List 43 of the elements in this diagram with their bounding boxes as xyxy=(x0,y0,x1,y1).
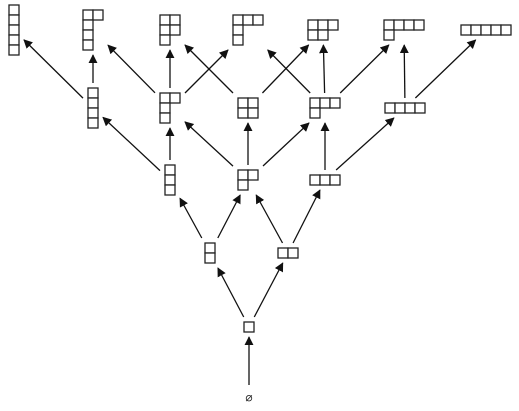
young-diagram xyxy=(232,14,264,46)
arrow xyxy=(262,122,310,166)
arrow xyxy=(336,117,395,170)
young-diagram xyxy=(82,9,104,51)
young-diagram xyxy=(204,242,216,264)
arrow xyxy=(400,44,409,98)
arrow xyxy=(165,49,175,88)
young-diagram xyxy=(159,92,181,124)
young-diagram xyxy=(383,19,425,41)
arrow xyxy=(254,262,284,318)
young-diagram xyxy=(460,24,512,36)
young-diagram xyxy=(307,19,339,41)
young-diagram xyxy=(277,247,299,259)
young-diagram xyxy=(384,102,426,114)
arrow xyxy=(23,39,84,99)
arrow xyxy=(414,39,476,98)
arrow xyxy=(320,122,330,170)
young-diagram xyxy=(309,174,341,186)
arrow xyxy=(217,194,241,238)
empty-set-symbol: ∅ xyxy=(245,389,253,407)
arrow xyxy=(256,194,284,244)
arrow xyxy=(262,44,310,94)
arrow xyxy=(243,122,253,165)
arrow xyxy=(319,44,328,94)
young-diagram xyxy=(164,164,176,196)
arrow xyxy=(102,116,160,172)
young-diagram xyxy=(237,97,259,119)
young-diagram xyxy=(309,97,341,119)
arrow xyxy=(244,336,254,385)
arrow xyxy=(179,197,202,238)
arrow xyxy=(217,267,244,318)
young-diagram xyxy=(237,169,259,191)
arrow xyxy=(292,189,321,244)
arrow xyxy=(107,44,156,94)
arrow xyxy=(165,127,175,160)
young-diagram xyxy=(87,87,99,129)
arrow xyxy=(267,49,311,94)
young-diagram xyxy=(8,4,20,56)
arrow xyxy=(88,54,98,83)
arrow xyxy=(340,44,390,94)
young-diagram xyxy=(243,321,255,333)
arrow xyxy=(184,121,234,167)
young-diagram xyxy=(159,14,181,46)
